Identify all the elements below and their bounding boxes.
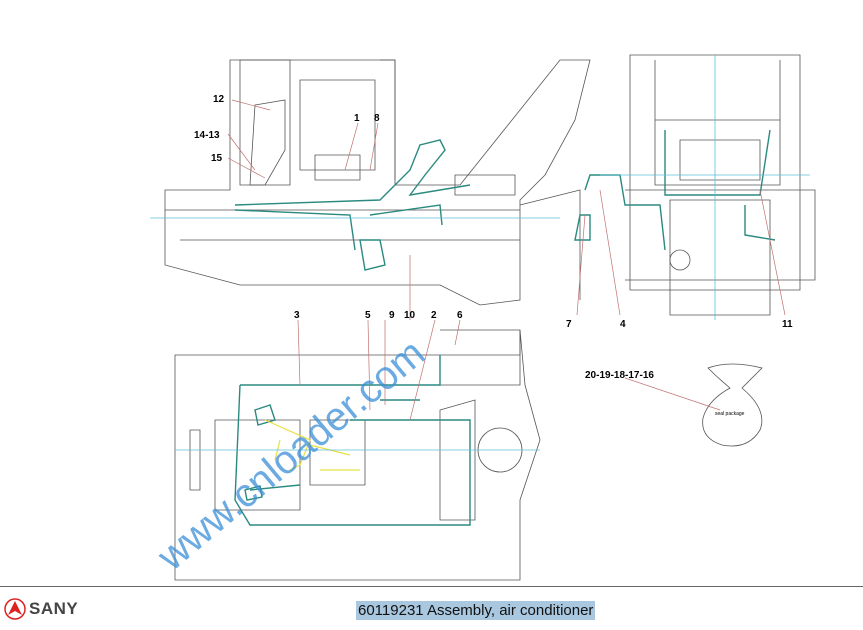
- callout-12: 12: [213, 94, 225, 105]
- watermark: www.cnloader.com: [149, 331, 434, 580]
- sany-logo-icon: [4, 598, 26, 620]
- callout-8: 8: [374, 113, 380, 124]
- footer-divider: [0, 586, 863, 587]
- top-view: [174, 329, 541, 581]
- callout-2: 2: [431, 310, 437, 321]
- leader-lines: [227, 99, 786, 421]
- callout-14-13: 14-13: [194, 130, 220, 141]
- seal-package-bag: seal package: [702, 363, 763, 447]
- document-title: 60119231 Assembly, air conditioner: [356, 601, 596, 620]
- callout-1: 1: [354, 113, 360, 124]
- callout-20-16: 20-19-18-17-16: [585, 370, 654, 381]
- callouts: 12 1 8 14-13 15 3 5 9 10 2 6 7 4 11 20-1…: [194, 94, 793, 381]
- callout-7: 7: [566, 319, 572, 330]
- callout-6: 6: [457, 310, 463, 321]
- side-view: [150, 59, 591, 306]
- callout-3: 3: [294, 310, 300, 321]
- sany-logo: SANY: [4, 598, 78, 620]
- callout-11: 11: [782, 319, 793, 330]
- callout-4: 4: [620, 319, 626, 330]
- callout-9: 9: [389, 310, 395, 321]
- callout-5: 5: [365, 310, 371, 321]
- rear-view: [574, 54, 816, 320]
- assembly-drawing: seal package 12 1 8 14-13 15 3 5 9 10 2 …: [149, 54, 816, 581]
- callout-10: 10: [404, 310, 416, 321]
- brand-name: SANY: [29, 599, 79, 618]
- seal-package-label: seal package: [715, 411, 745, 417]
- callout-15: 15: [211, 153, 223, 164]
